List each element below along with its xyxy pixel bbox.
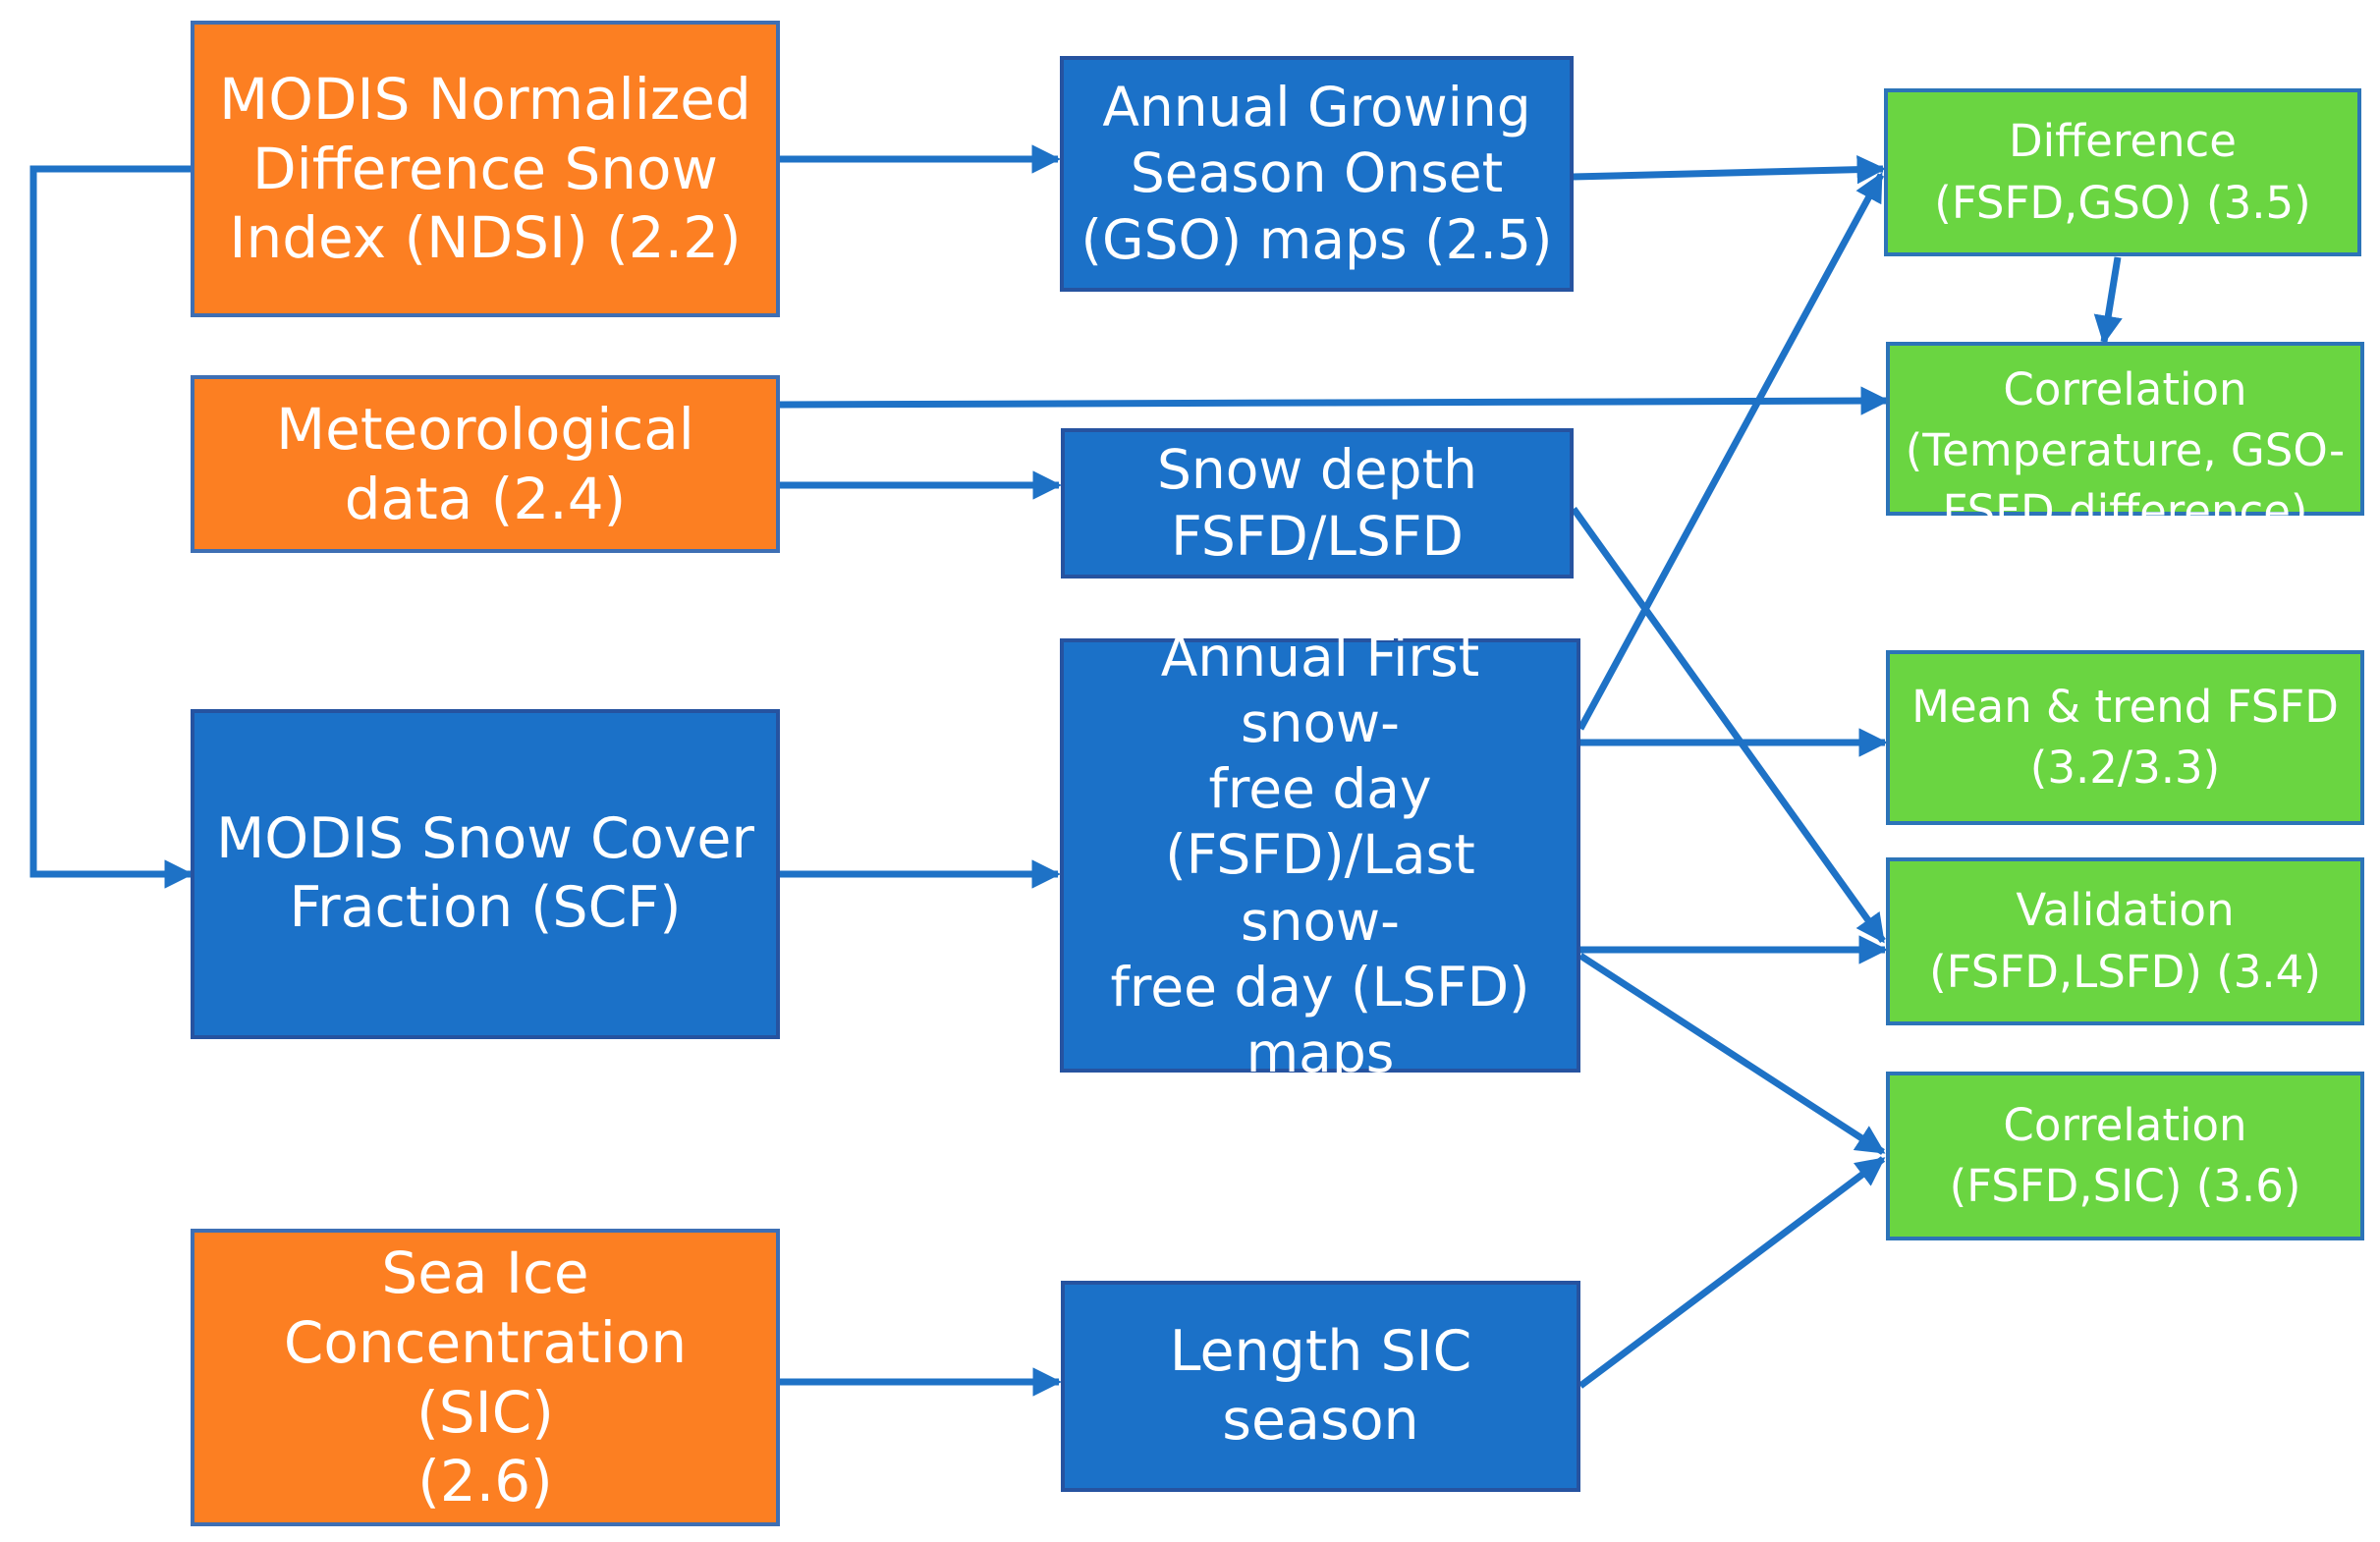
meteorological-data-label: Meteorological data (2.4) bbox=[276, 395, 694, 532]
snow-depth-label: Snow depth FSFD/LSFD bbox=[1157, 438, 1477, 568]
sic-box: Sea Ice Concentration (SIC) (2.6) bbox=[191, 1229, 780, 1526]
length-sic-season-label: Length SIC season bbox=[1169, 1318, 1472, 1453]
ndsi-box: MODIS Normalized Difference Snow Index (… bbox=[191, 21, 780, 317]
validation-fsfd-lsfd-box: Validation (FSFD,LSFD) (3.4) bbox=[1886, 857, 2364, 1025]
arrow-snow-depth-to-validation bbox=[1571, 506, 1886, 944]
correlation-temperature-box: Correlation (Temperature, GSO- FSFD diff… bbox=[1886, 342, 2364, 537]
correlation-temperature-label: Correlation (Temperature, GSO- FSFD diff… bbox=[1905, 363, 2346, 538]
scf-label: MODIS Snow Cover Fraction (SCF) bbox=[216, 806, 754, 940]
ndsi-label: MODIS Normalized Difference Snow Index (… bbox=[219, 65, 751, 272]
fsfd-lsfd-maps-label: Annual First snow- free day (FSFD)/Last … bbox=[1110, 626, 1530, 1084]
scf-box: MODIS Snow Cover Fraction (SCF) bbox=[191, 709, 780, 1039]
fsfd-lsfd-maps-box: Annual First snow- free day (FSFD)/Last … bbox=[1060, 626, 1580, 1084]
mean-trend-fsfd-label: Mean & trend FSFD (3.2/3.3) bbox=[1911, 680, 2339, 794]
arrow-meteo-to-corr-temp bbox=[779, 386, 1890, 415]
mean-trend-fsfd-box: Mean & trend FSFD (3.2/3.3) bbox=[1886, 650, 2364, 825]
arrow-length-sic-to-corr-sic bbox=[1577, 1156, 1886, 1389]
arrow-fsfd-maps-to-difference bbox=[1577, 172, 1885, 731]
difference-fsfd-gso-label: Difference (FSFD,GSO) (3.5) bbox=[1934, 115, 2311, 229]
length-sic-season-box: Length SIC season bbox=[1061, 1281, 1580, 1492]
difference-fsfd-gso-box: Difference (FSFD,GSO) (3.5) bbox=[1884, 88, 2361, 256]
gso-maps-label: Annual Growing Season Onset (GSO) maps (… bbox=[1080, 76, 1553, 271]
arrow-gso-to-difference bbox=[1572, 154, 1886, 185]
arrow-ndsi-to-scf bbox=[29, 165, 194, 889]
gso-maps-box: Annual Growing Season Onset (GSO) maps (… bbox=[1060, 56, 1574, 292]
meteorological-data-box: Meteorological data (2.4) bbox=[191, 375, 780, 553]
sic-label: Sea Ice Concentration (SIC) (2.6) bbox=[283, 1239, 688, 1515]
arrow-difference-to-corr-temp bbox=[2093, 256, 2123, 345]
snow-depth-box: Snow depth FSFD/LSFD bbox=[1061, 428, 1574, 578]
arrow-fsfd-maps-to-corr-sic bbox=[1578, 953, 1886, 1155]
correlation-fsfd-sic-label: Correlation (FSFD,SIC) (3.6) bbox=[1949, 1098, 2301, 1212]
validation-fsfd-lsfd-label: Validation (FSFD,LSFD) (3.4) bbox=[1929, 884, 2321, 998]
correlation-fsfd-sic-box: Correlation (FSFD,SIC) (3.6) bbox=[1886, 1072, 2364, 1240]
